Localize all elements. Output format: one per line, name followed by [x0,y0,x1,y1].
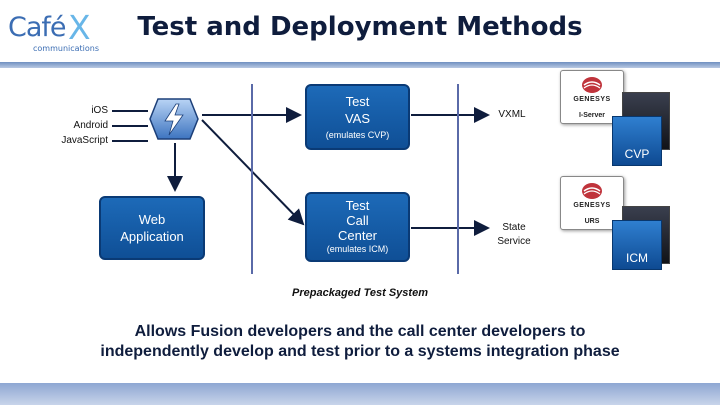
vas-line2: VAS [344,110,371,126]
test-call-center-box: Test Call Center (emulates ICM) [305,192,410,262]
fusion-gateway-icon [148,97,200,141]
vxml-label: VXML [498,109,526,120]
test-vas-box: Test VAS (emulates CVP) [305,84,410,150]
logo-x-mark: X [68,8,91,47]
cafex-logo: Café X communications [8,8,100,54]
urs-label: URS [584,218,600,225]
genesys-vendor-icm: GENESYS [573,202,611,209]
call-center-emulates: (emulates ICM) [326,244,389,254]
genesys-vendor-cvp: GENESYS [573,96,611,103]
web-app-line2: Application [120,229,184,244]
cvp-server-front: CVP [612,116,662,166]
client-ios: iOS [91,105,108,116]
state-service-line1: State [502,222,526,233]
client-android: Android [73,120,108,131]
call-center-line1: Test [345,198,370,213]
vas-emulates: (emulates CVP) [325,129,390,140]
icm-server-front: ICM [612,220,662,270]
divider-right [457,84,459,274]
header-rule [0,62,720,68]
web-app-line1: Web [138,212,166,227]
logo-brand: Café [8,12,67,43]
state-service-label: State Service [489,221,539,249]
client-platform-list: iOS Android JavaScript [61,103,108,148]
client-javascript: JavaScript [61,135,108,146]
call-center-line3: Center [337,228,378,243]
footer-bar [0,383,720,405]
summary-line1: Allows Fusion developers and the call ce… [134,323,586,340]
divider-left [251,84,253,274]
icm-server-stack: GENESYS URS ICM [560,176,670,276]
web-application-box: Web Application [99,196,205,260]
diagram-caption: Prepackaged Test System [292,287,428,299]
state-service-line2: Service [497,236,531,247]
call-center-line2: Call [346,213,369,228]
logo-tagline: communications [33,44,100,53]
slide-title: Test and Deployment Methods [137,12,583,42]
cvp-server-stack: GENESYS I-Server CVP [560,70,670,170]
summary-statement: Allows Fusion developers and the call ce… [40,322,680,362]
genesys-logo-icon [582,183,602,199]
summary-line2: independently develop and test prior to … [100,343,620,360]
iserver-label: I-Server [578,112,606,119]
vas-line1: Test [345,93,370,109]
genesys-logo-icon [582,77,602,93]
genesys-iserver-card: GENESYS I-Server [560,70,624,124]
